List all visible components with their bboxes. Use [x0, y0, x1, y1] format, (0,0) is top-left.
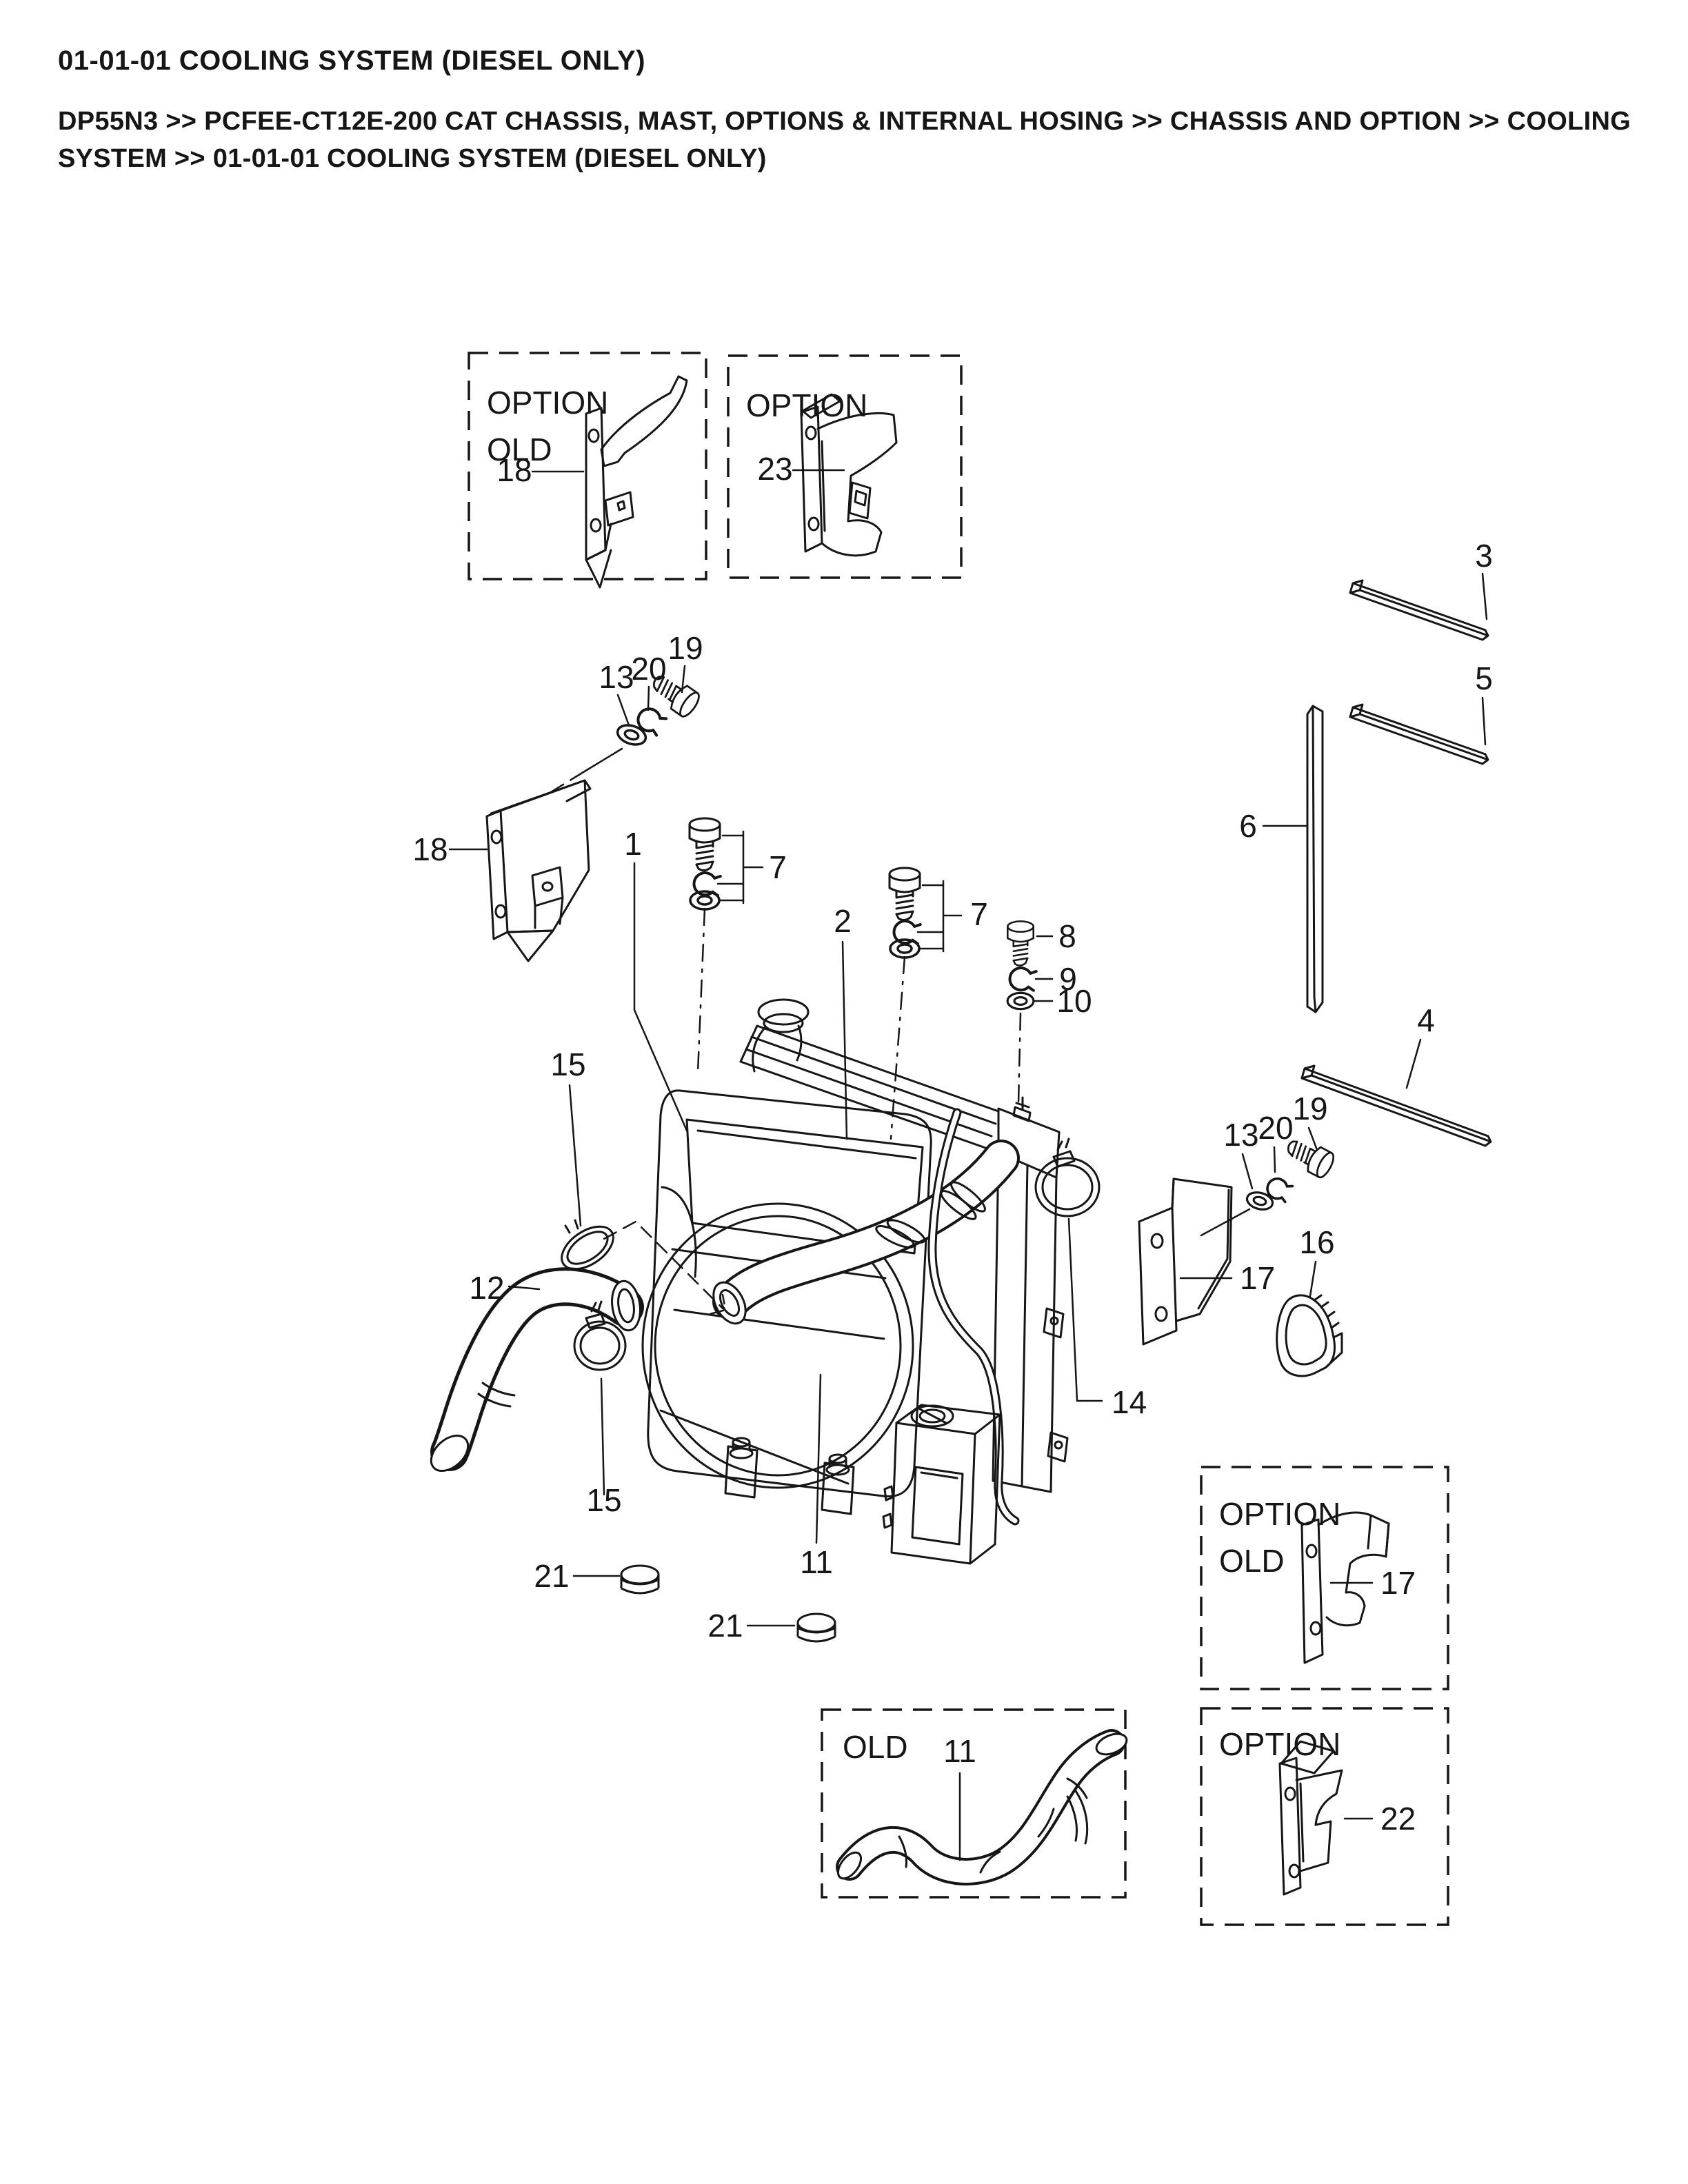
old-hose-box: [821, 1708, 1127, 1899]
part-upper-hose: [712, 1140, 1020, 1325]
leader-2: [841, 940, 848, 1140]
callout-19b: 19: [1292, 1091, 1327, 1126]
bracket-23: [800, 393, 898, 557]
part-elbow-hose-12: [430, 1267, 644, 1473]
callout-12: 12: [469, 1270, 504, 1306]
hose-11-old: [836, 1729, 1128, 1885]
option-box-bottom-right: [1200, 1707, 1449, 1926]
leader-14: [1067, 1217, 1103, 1402]
part-radiator: [739, 998, 1069, 1493]
callout-17: 17: [1240, 1260, 1275, 1296]
bracket-17: [1138, 1177, 1233, 1346]
callout-2: 2: [834, 903, 852, 939]
strip-5: [1349, 703, 1489, 765]
box-label: OLD: [487, 432, 552, 467]
option-box-top-left: [468, 352, 707, 580]
bracket-18-option: [585, 375, 688, 589]
leader-19a: [681, 665, 686, 694]
option-box-mid-right: [1200, 1466, 1449, 1690]
callout-8: 8: [1058, 918, 1076, 954]
callout-13a: 13: [599, 659, 634, 695]
part-overflow-tank: [882, 1404, 1001, 1565]
leader-19b: [1307, 1126, 1318, 1151]
fastener-group-13-20-19-right: [1200, 1133, 1338, 1237]
callout-4: 4: [1417, 1002, 1435, 1038]
leader-13a: [616, 694, 630, 727]
box-label: OPTION: [1219, 1726, 1340, 1762]
callout-9: 9: [1059, 961, 1077, 997]
box-label: OPTION: [487, 385, 608, 421]
clamp-15b: [573, 1300, 627, 1371]
part-mounting-feet: [724, 1437, 855, 1515]
option-box-top-right: [727, 354, 963, 579]
callout-6: 6: [1239, 808, 1257, 844]
strip-3: [1349, 579, 1489, 641]
bracket-17-option: [1300, 1511, 1390, 1664]
callout-19a: 19: [667, 630, 703, 666]
callout-1: 1: [624, 826, 642, 862]
strip-4: [1300, 1064, 1492, 1147]
callout-17-old: 17: [1380, 1565, 1416, 1601]
callout-20b: 20: [1258, 1110, 1293, 1146]
callout-7a: 7: [769, 849, 787, 885]
part-fan-shroud: [641, 1089, 932, 1498]
plug-21b: [796, 1612, 836, 1644]
callout-23: 23: [757, 451, 792, 487]
leader-20a: [647, 685, 650, 711]
callout-11: 11: [800, 1544, 833, 1580]
callout-14: 14: [1112, 1384, 1147, 1420]
leader-13b: [1241, 1153, 1254, 1190]
box-label: OLD: [1219, 1543, 1285, 1579]
callout-22: 22: [1380, 1801, 1416, 1837]
callout-11-old: 11: [943, 1733, 976, 1769]
callout-16: 16: [1299, 1224, 1334, 1260]
box-label: OPTION: [1219, 1496, 1340, 1532]
strip-6: [1306, 705, 1324, 1013]
callout-18: 18: [412, 831, 448, 867]
callout-20a: 20: [631, 651, 666, 687]
leader-4: [1405, 1038, 1422, 1089]
grommet-16: [1276, 1294, 1343, 1377]
bolt-group-7a: [688, 817, 764, 1074]
leader-15b: [600, 1377, 605, 1496]
plug-21a: [620, 1564, 660, 1595]
callout-5: 5: [1475, 660, 1493, 696]
part-overflow-hose: [927, 1108, 1020, 1526]
locator-dashed-line: [603, 1220, 727, 1315]
fastener-group-8-9-10: [1006, 920, 1054, 1104]
leader-20b: [1273, 1146, 1276, 1173]
bracket-18: [485, 779, 592, 962]
leader-5: [1481, 696, 1487, 746]
box-label: OLD: [843, 1729, 908, 1765]
leader-16: [1309, 1260, 1317, 1297]
leader-12: [508, 1285, 541, 1291]
leader-11: [815, 1373, 822, 1544]
clamp-14: [1034, 1138, 1101, 1217]
callout-13b: 13: [1223, 1117, 1258, 1153]
callout-7b: 7: [970, 896, 988, 932]
leader-3: [1481, 572, 1488, 620]
leader-15a: [568, 1084, 582, 1227]
callout-15b: 15: [586, 1482, 621, 1518]
breadcrumb: DP55N3 >> PCFEE-CT12E-200 CAT CHASSIS, M…: [58, 107, 1631, 173]
callout-15a: 15: [550, 1046, 585, 1082]
page-title: 01-01-01 COOLING SYSTEM (DIESEL ONLY): [58, 46, 646, 76]
callout-10: 10: [1056, 983, 1092, 1019]
bracket-22: [1278, 1740, 1343, 1896]
callout-21a: 21: [534, 1558, 569, 1594]
callout-18-option: 18: [496, 452, 532, 488]
callout-3: 3: [1475, 538, 1493, 574]
clamp-15a: [561, 1219, 614, 1271]
callout-21b: 21: [707, 1608, 743, 1644]
leader-1: [633, 862, 688, 1132]
bolt-group-7b: [888, 867, 963, 1140]
